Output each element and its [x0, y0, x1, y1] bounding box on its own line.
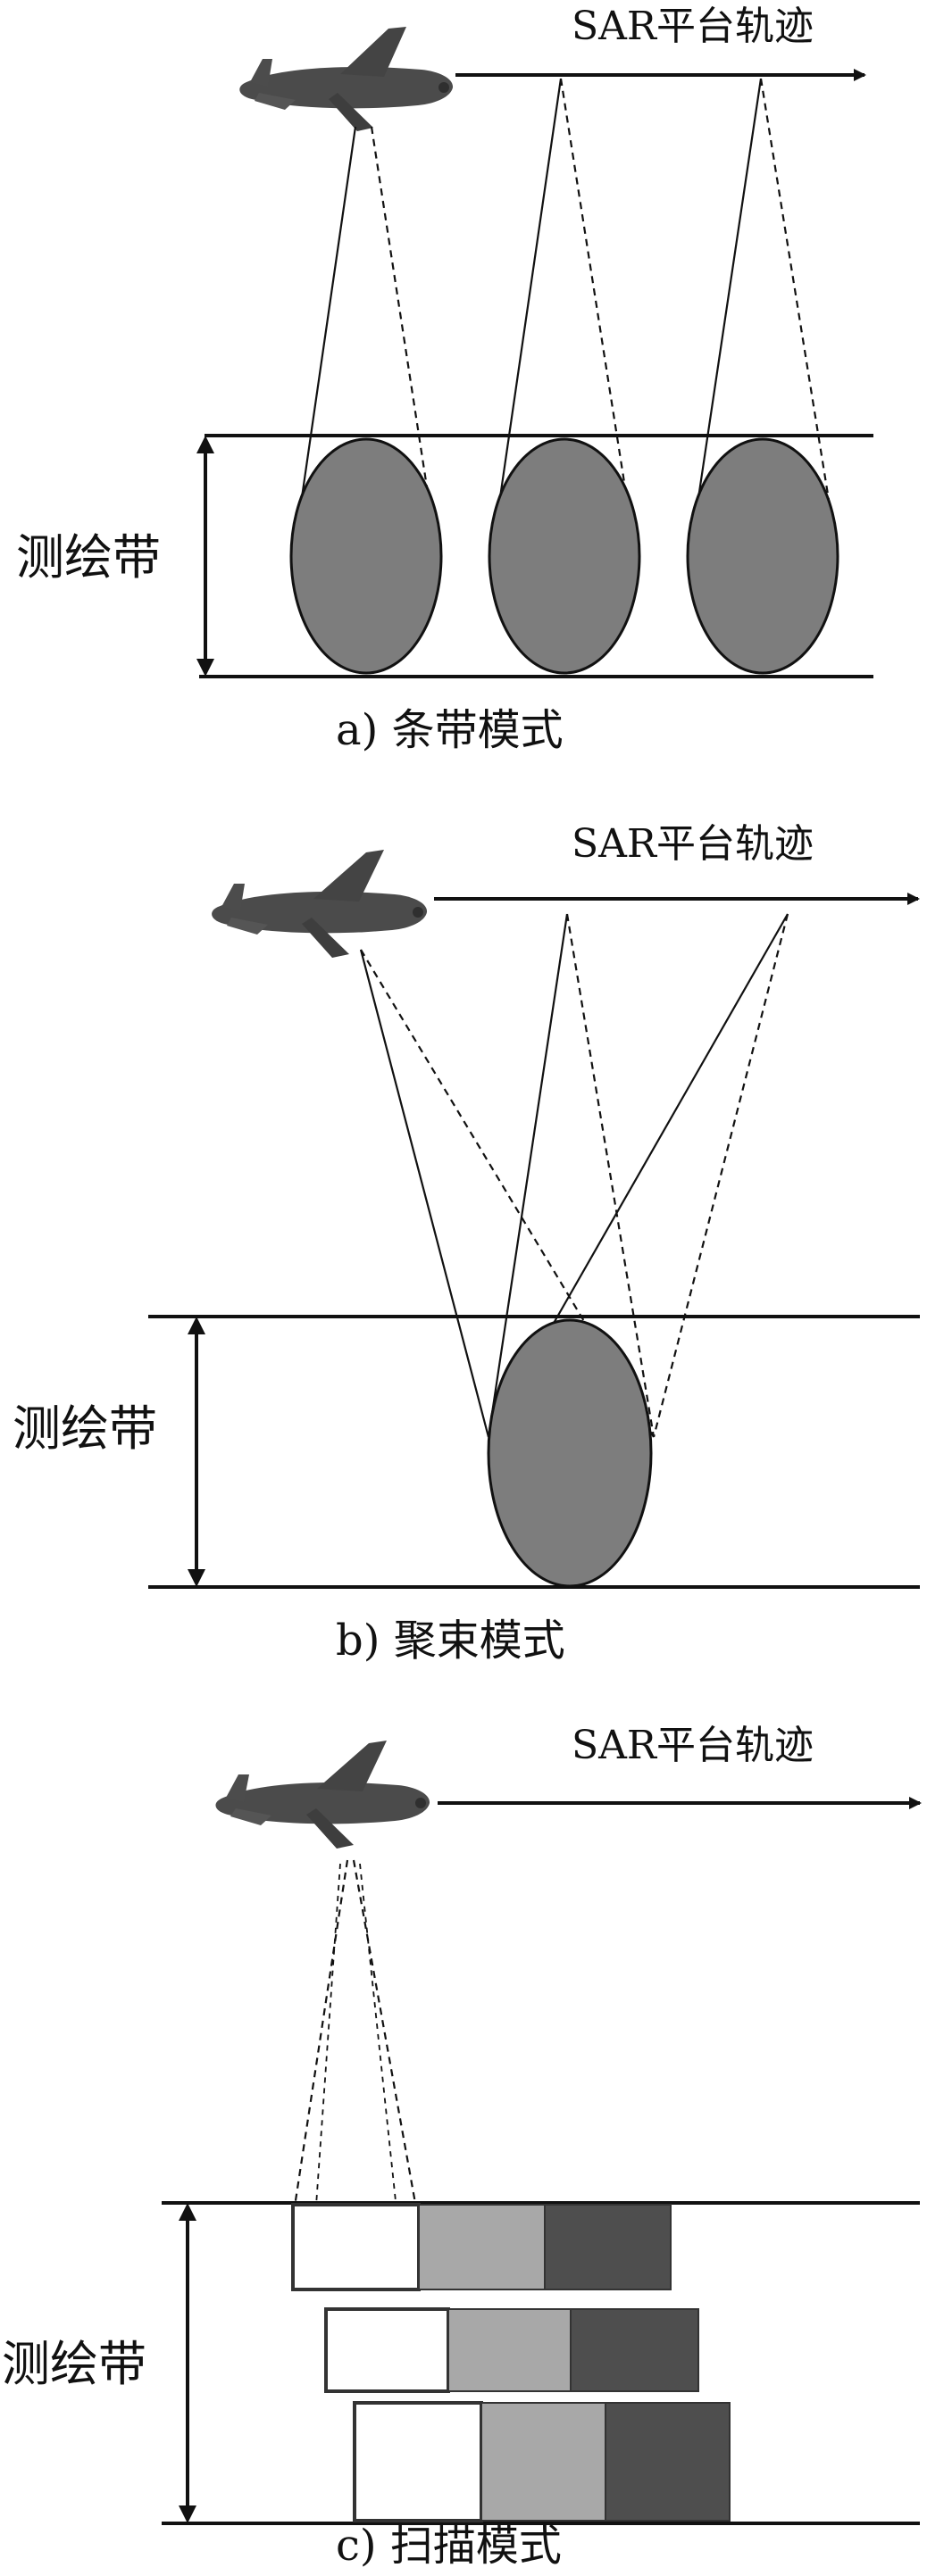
- panel-strip-mode: SAR平台轨迹 测绘带 a) 条带模式: [0, 0, 927, 803]
- track-label-b: SAR平台轨迹: [572, 821, 814, 867]
- swath-arrow-a-top: [196, 436, 214, 453]
- scan-blocks: [291, 2203, 731, 2522]
- beam-c-right: [352, 1859, 420, 2219]
- scan-block-row1-mid: [418, 2204, 546, 2290]
- swath-arrow-c-bottom: [179, 2505, 196, 2523]
- scan-mode-figure: [162, 1741, 922, 2525]
- spotlight-mode-figure: [148, 850, 920, 1589]
- footprint-a-3: [686, 437, 839, 675]
- swath-arrow-a-bottom: [196, 659, 214, 677]
- airplane-icon: [239, 27, 454, 131]
- beam-a-1-solid: [296, 126, 357, 523]
- strip-mode-figure: [196, 27, 873, 678]
- panel-spotlight-mode: SAR平台轨迹 测绘带 b) 聚束模式: [0, 803, 927, 1696]
- panel-scan-mode: SAR平台轨迹 测绘带 c) 扫描模式: [0, 1696, 927, 2576]
- track-label-c: SAR平台轨迹: [572, 1723, 814, 1768]
- aircraft-b: [212, 850, 428, 958]
- footprint-a-1: [289, 437, 443, 675]
- swath-label-c: 测绘带: [2, 2336, 146, 2392]
- scan-block-row3-mid: [480, 2402, 606, 2522]
- beam-c-left: [291, 1859, 349, 2219]
- footprint-a-2: [488, 437, 641, 675]
- swath-arrow-c-top: [179, 2203, 196, 2221]
- beam-c-inner-left: [314, 1863, 341, 2219]
- beam-b-1-solid: [359, 949, 490, 1438]
- caption-b: b) 聚束模式: [336, 1616, 565, 1666]
- scan-block-row3-light: [353, 2401, 483, 2522]
- scan-block-row1-dark: [544, 2204, 672, 2290]
- aircraft-a: [239, 27, 454, 131]
- aircraft-c: [215, 1741, 430, 1849]
- airplane-icon: [212, 850, 428, 958]
- scan-block-row2-dark: [570, 2308, 699, 2392]
- beam-a-2-solid: [495, 78, 563, 523]
- swath-arrow-b-bottom: [188, 1569, 205, 1587]
- swath-label-b: 测绘带: [13, 1400, 157, 1457]
- beam-a-1-dashed: [370, 126, 434, 523]
- swath-arrow-b-top: [188, 1317, 205, 1334]
- caption-c: c) 扫描模式: [336, 2521, 562, 2571]
- track-label-a: SAR平台轨迹: [572, 4, 814, 49]
- caption-a: a) 条带模式: [336, 705, 564, 755]
- swath-label-a: 测绘带: [16, 529, 161, 586]
- beam-c-inner-right: [359, 1863, 398, 2219]
- airplane-icon: [215, 1741, 430, 1849]
- beam-b-3-dashed: [652, 913, 789, 1438]
- footprint-b: [487, 1318, 653, 1588]
- scan-block-row2-mid: [447, 2308, 572, 2392]
- beam-a-3-solid: [693, 78, 763, 523]
- beam-b-2-solid: [487, 913, 569, 1438]
- beam-b-2-dashed: [565, 913, 656, 1438]
- scan-block-row2-light: [324, 2307, 450, 2393]
- scan-block-row1-light: [291, 2203, 421, 2291]
- scan-block-row3-dark: [605, 2402, 731, 2522]
